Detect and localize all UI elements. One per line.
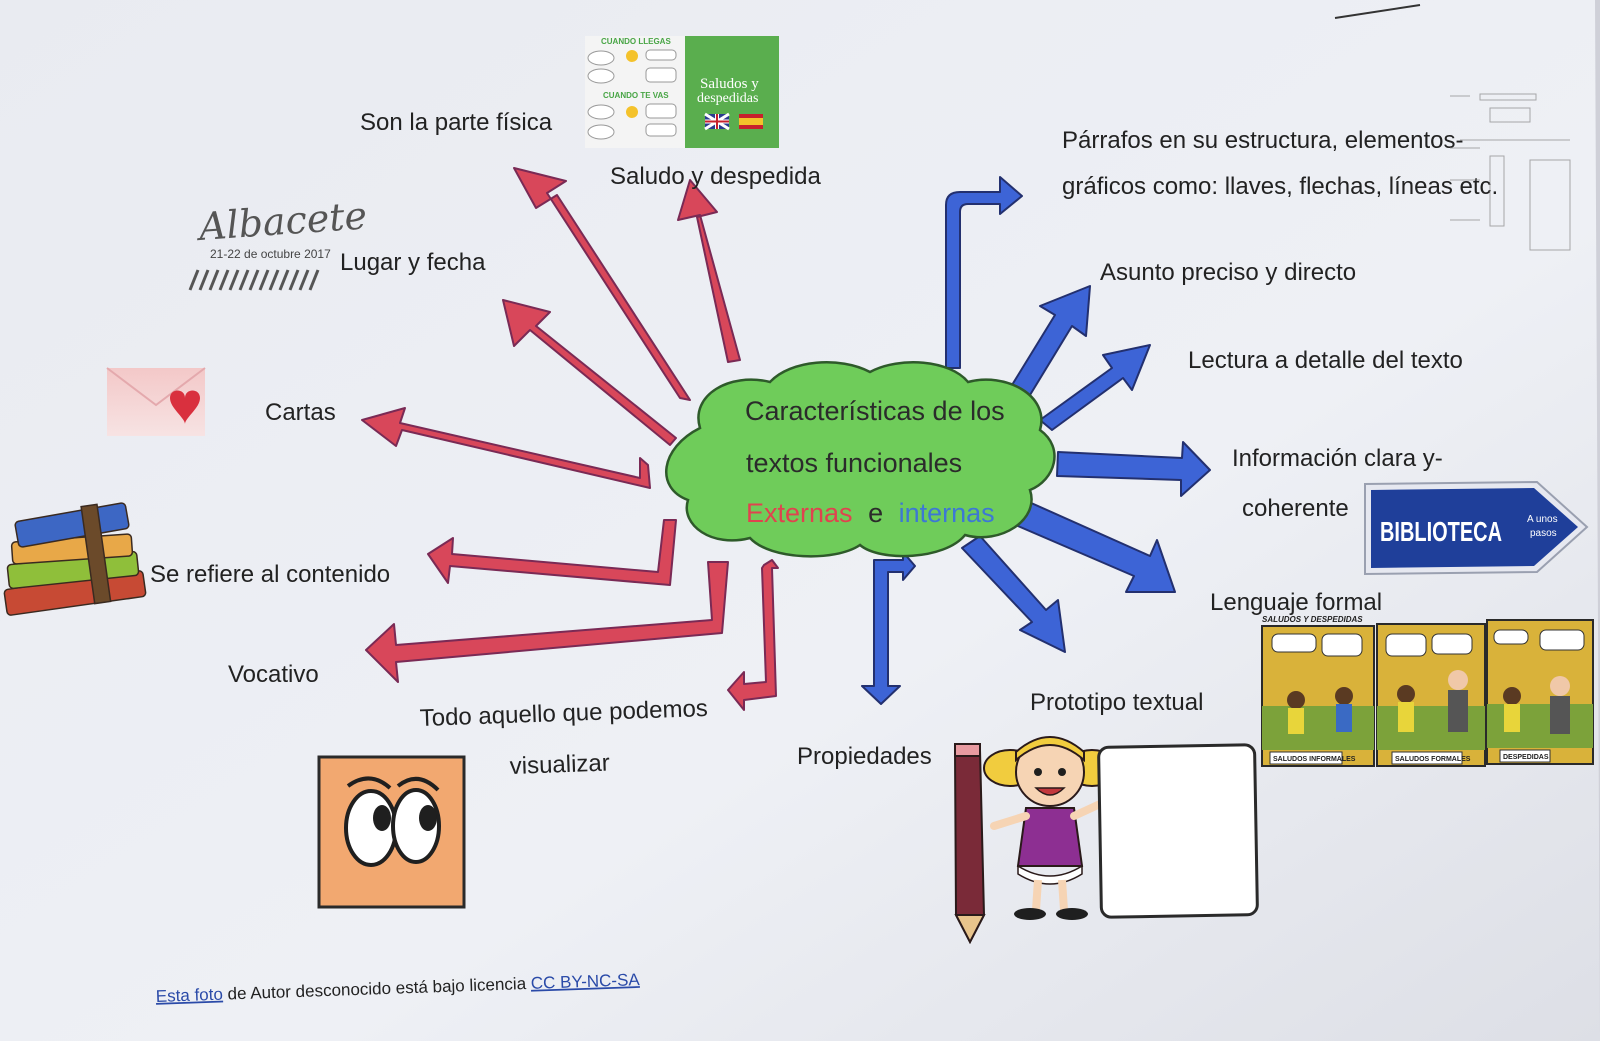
arrow-to-prototipo [961, 535, 1066, 653]
faded-diagram-image [1450, 93, 1571, 251]
label-lenguaje: Lenguaje formal [1210, 589, 1382, 616]
envelope-heart-icon [106, 367, 206, 436]
arrow-to-contenido [427, 519, 677, 586]
biblioteca-sign-image: BIBLIOTECA A unos pasos [1364, 480, 1589, 576]
label-parrafos-2: gráficos como: llaves, flechas, líneas e… [1062, 173, 1498, 200]
comic-panel-2: SALUDOS FORMALES [1395, 756, 1471, 763]
albacete-date: 21-22 de octubre 2017 [210, 247, 331, 261]
saludos-card-image: CUANDO LLEGAS CUANDO TE VAS Saludos y de… [585, 36, 779, 148]
credit-link-license[interactable]: CC BY-NC-SA [530, 970, 640, 993]
label-lectura: Lectura a detalle del texto [1188, 347, 1463, 374]
comic-strip-image: SALUDOS Y DESPEDIDAS SALUDOS INFORMALES … [1261, 615, 1594, 767]
central-cloud [665, 361, 1056, 558]
label-informacion-1: Información clara y- [1232, 445, 1443, 472]
label-prototipo: Prototipo textual [1030, 689, 1203, 716]
arrow-to-cartas [361, 407, 651, 489]
arrow-to-parte-fisica [513, 167, 691, 401]
books-stack-icon [3, 502, 147, 616]
comic-panel-1: SALUDOS INFORMALES [1273, 756, 1356, 763]
arrow-to-lectura [1039, 344, 1151, 431]
label-informacion-2: coherente [1242, 495, 1349, 522]
label-contenido: Se refiere al contenido [150, 561, 390, 588]
arrow-to-visualizar [727, 559, 779, 711]
label-parte-fisica: Son la parte física [360, 109, 553, 136]
label-lugar-fecha: Lugar y fecha [340, 249, 486, 276]
connector-label: e [868, 498, 883, 528]
girl-with-pencil-image [953, 736, 1259, 945]
label-cartas: Cartas [265, 399, 336, 426]
internal-arrows [861, 176, 1211, 705]
saludos-cuando-llegas: CUANDO LLEGAS [601, 37, 671, 46]
arrow-to-vocativo [365, 561, 729, 683]
label-vocativo: Vocativo [228, 661, 319, 688]
biblioteca-text: BIBLIOTECA [1380, 516, 1502, 547]
center-subtitle: Externas e internas [746, 498, 995, 528]
credit-link-foto[interactable]: Esta foto [155, 985, 223, 1006]
eyes-square-icon [317, 755, 466, 909]
biblioteca-sub-2: pasos [1530, 528, 1557, 539]
blank-board [1097, 743, 1259, 919]
internas-label: internas [899, 498, 995, 528]
label-visualizar-2: visualizar [509, 750, 610, 780]
center-title-line2: textos funcionales [746, 448, 962, 478]
biblioteca-sub-1: A unos [1527, 514, 1558, 525]
saludos-cuando-te-vas: CUANDO TE VAS [603, 91, 669, 100]
arrow-to-lugar-fecha [502, 299, 677, 446]
saludos-title-2: despedidas [697, 91, 758, 106]
label-propiedades: Propiedades [797, 743, 932, 770]
arrow-to-informacion [1056, 441, 1211, 497]
external-arrows [361, 167, 779, 711]
center-title-line1: Características de los [745, 396, 1005, 426]
arrow-to-asunto [1011, 285, 1091, 396]
externas-label: Externas [746, 498, 853, 528]
comic-title: SALUDOS Y DESPEDIDAS [1262, 615, 1363, 624]
label-parrafos-1: Párrafos en su estructura, elementos- [1062, 127, 1464, 154]
arrow-to-lenguaje [1003, 497, 1176, 593]
label-saludo: Saludo y despedida [610, 163, 821, 190]
paper-pen-mark [1334, 4, 1421, 19]
arrow-to-saludo [677, 179, 741, 363]
arrow-to-parrafos [945, 176, 1023, 369]
saludos-title-1: Saludos y [700, 76, 759, 92]
label-asunto: Asunto preciso y directo [1100, 259, 1356, 286]
comic-panel-3: DESPEDIDAS [1503, 754, 1549, 761]
